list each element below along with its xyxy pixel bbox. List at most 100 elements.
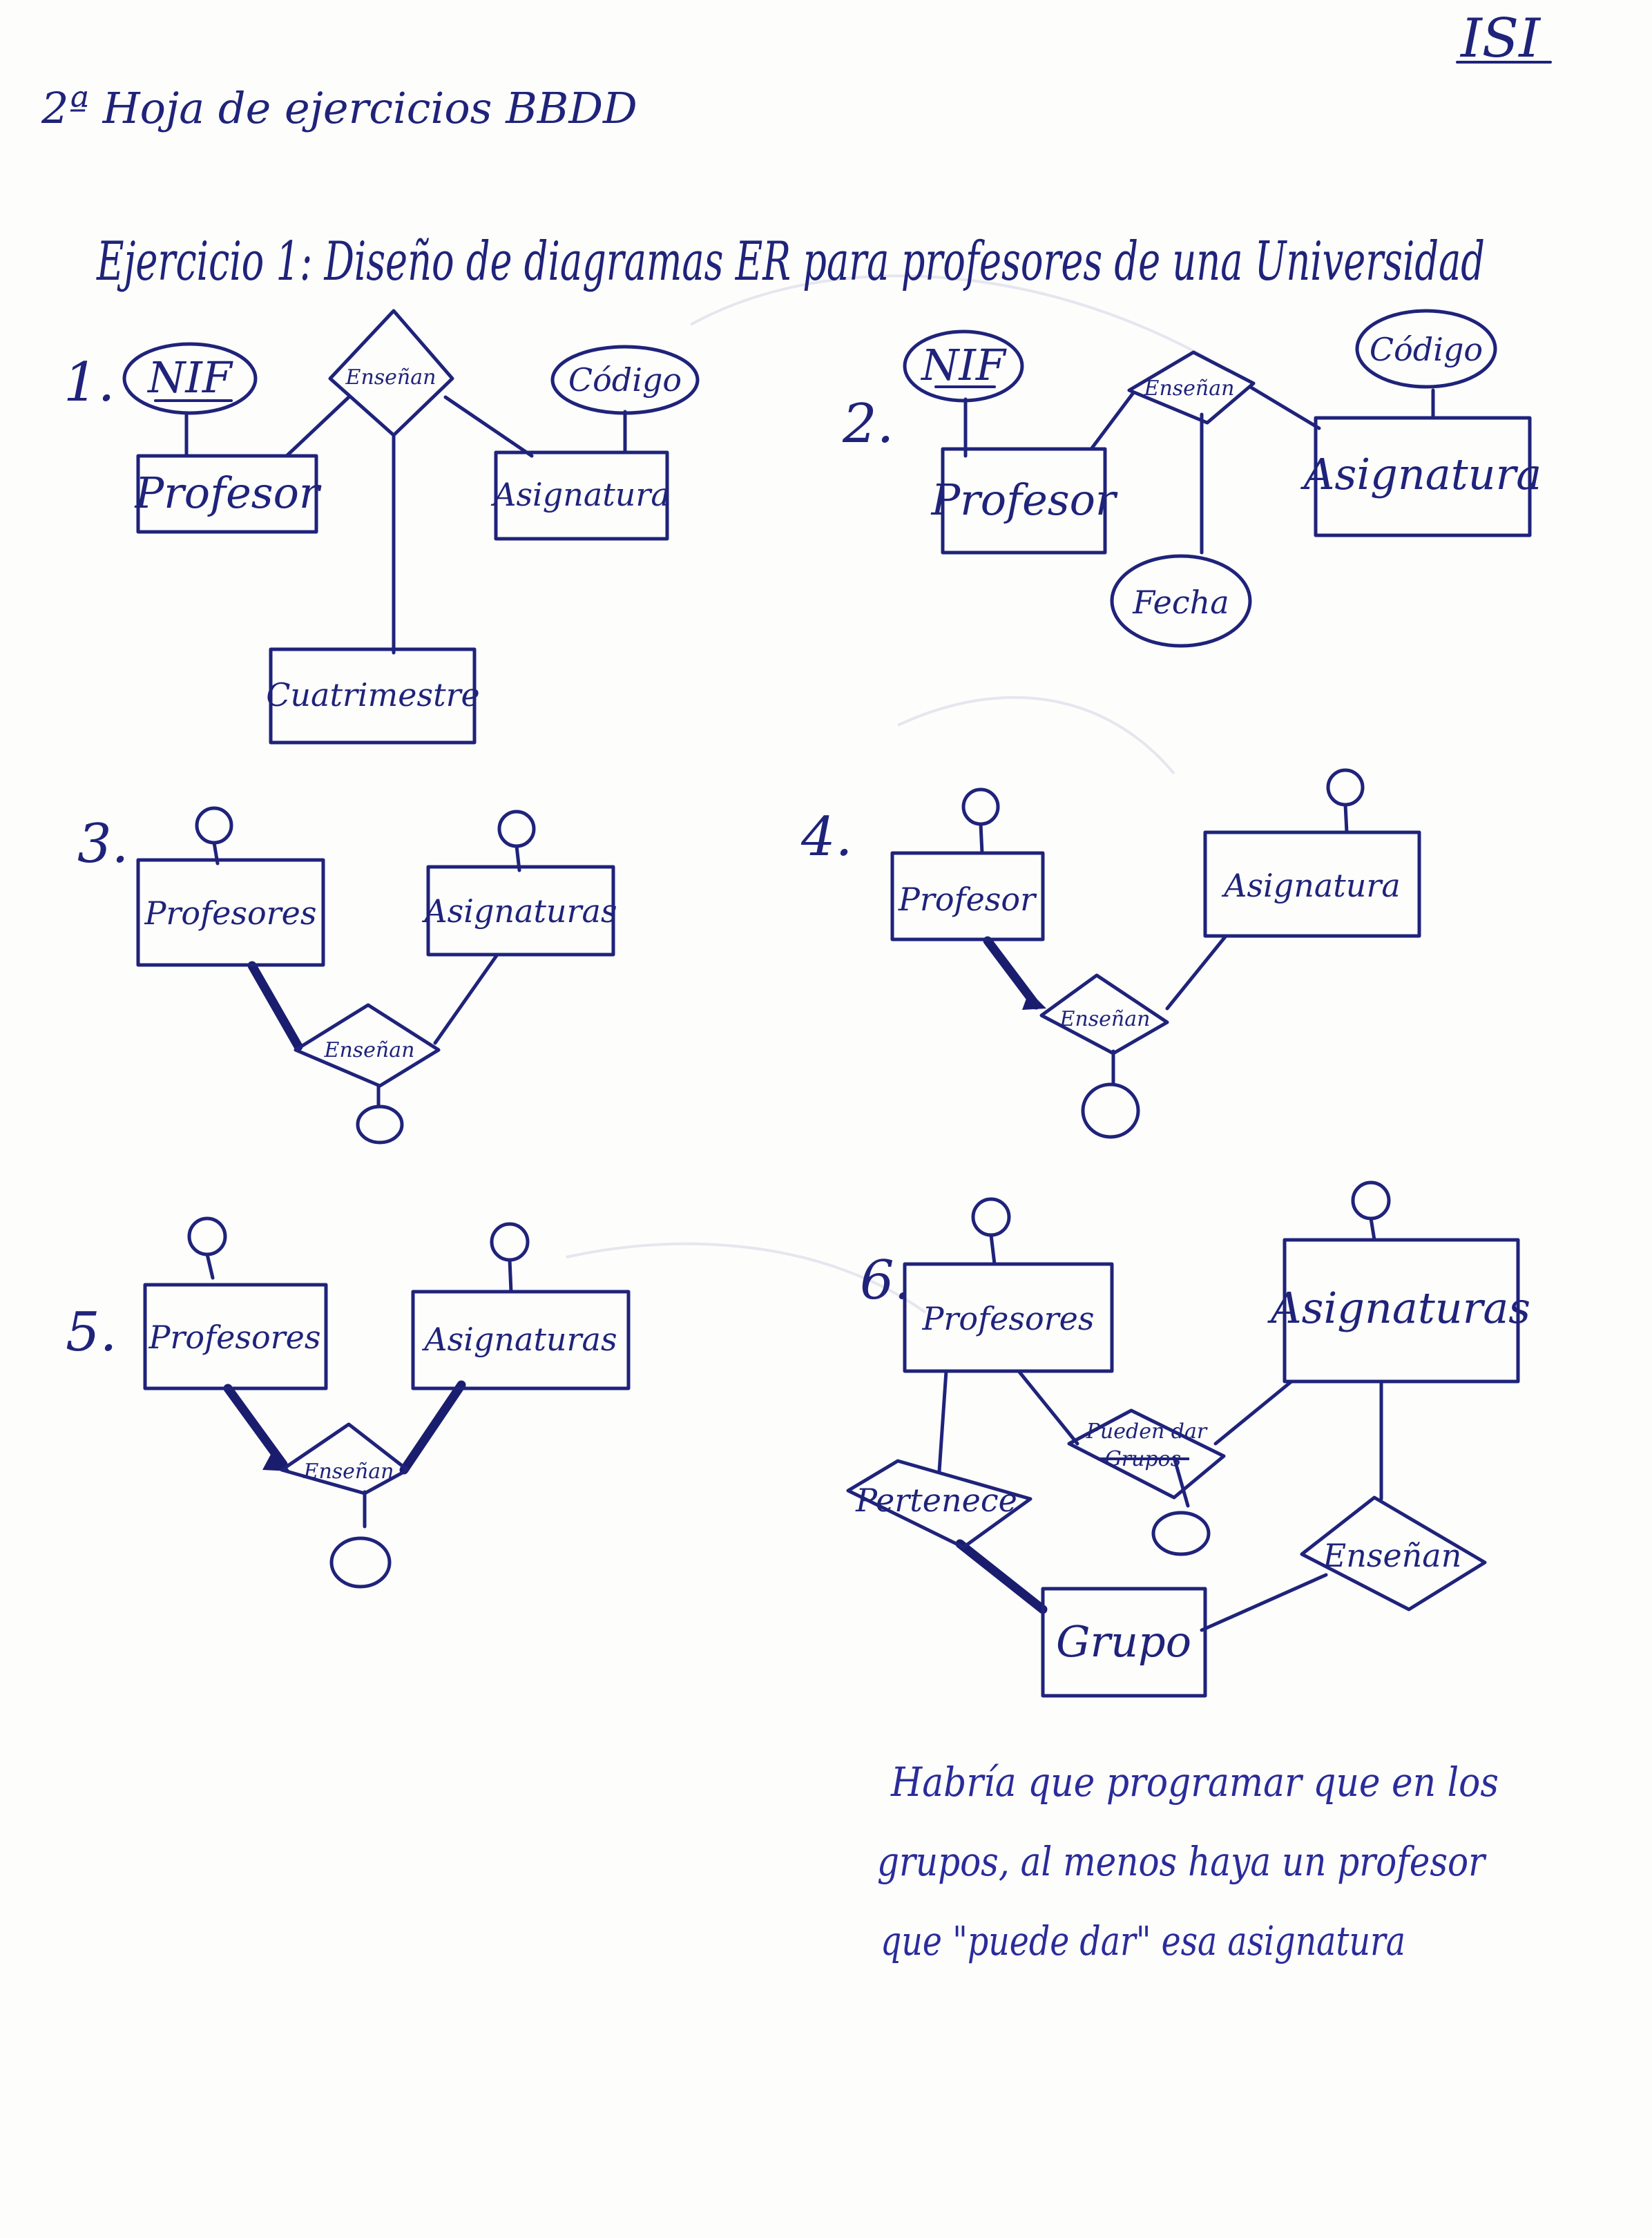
diagram-1-attr-codigo [550, 345, 700, 415]
diagram-6-entity-profesores-label: Profesores [921, 1300, 1094, 1337]
diagram-4-entity-profesor [890, 851, 1045, 941]
diagram-2-entity-asignatura [1314, 416, 1532, 537]
diagram-4-link-asignatura [1165, 934, 1228, 1011]
diagram-6-relationship-pertenece-label: Pertenece [855, 1482, 1017, 1519]
diagram-3-relationship [294, 1003, 441, 1088]
paper-show-through [566, 274, 1209, 1314]
diagram-1-attr-codigo-label: Código [568, 361, 682, 399]
corner-mark: ISI [1459, 8, 1541, 70]
diagram-4-entity-profesor-label: Profesor [898, 881, 1037, 918]
diagram-6: 6. Pertenece Pueden dar Grupos Enseñan P… [846, 1180, 1530, 1698]
diagram-6-key-circle-asignaturas [1351, 1180, 1391, 1221]
diagram-1-entity-cuatrimestre-label: Cuatrimestre [266, 676, 480, 714]
diagram-2-attr-fecha [1110, 554, 1252, 648]
diagram-1-entity-profesor [136, 454, 318, 534]
diagram-4-relationship [1039, 973, 1169, 1055]
note-line-3: que "puede dar" esa asignatura [881, 1917, 1405, 1964]
diagram-2-attr-fecha-label: Fecha [1132, 584, 1229, 621]
diagram-3: 3. Enseñan Profesores Asignaturas [77, 806, 617, 1145]
diagram-5-key-link-profesores [205, 1252, 215, 1280]
diagram-4-key-circle-profesor [961, 787, 1000, 826]
diagram-3-entity-profesores-label: Profesores [144, 895, 316, 932]
diagram-5-entity-profesores [143, 1283, 328, 1390]
diagram-6-entity-profesores [903, 1262, 1114, 1373]
diagram-2-entity-profesor-label: Profesor [930, 475, 1117, 525]
diagram-5-entity-asignaturas-label: Asignaturas [421, 1321, 617, 1358]
note-line-2: grupos, al menos haya un profesor [877, 1838, 1487, 1885]
diagram-3-rel-attribute [356, 1104, 404, 1145]
diagram-5-relationship [280, 1422, 410, 1495]
diagram-2-attr-codigo [1355, 309, 1497, 389]
diagram-3-key-circle-profesores [195, 806, 233, 845]
diagram-4-key-link-profesor [979, 822, 984, 855]
diagram-5-entity-profesores-label: Profesores [148, 1319, 320, 1356]
diagram-5-arrow-head [262, 1451, 290, 1471]
diagram-6-relationship-pueden-dar [1067, 1408, 1226, 1500]
diagram-1-entity-cuatrimestre [269, 647, 477, 745]
diagram-5-rel-attribute [329, 1536, 392, 1589]
diagram-1-number: 1. [64, 352, 115, 414]
exercise-title: Ejercicio 1: Diseño de diagramas ER para… [96, 231, 1485, 293]
sheet-heading: 2ª Hoja de ejercicios BBDD [41, 83, 637, 133]
diagram-2-number: 2. [842, 393, 894, 455]
diagram-4-rel-attribute [1081, 1082, 1140, 1139]
diagram-2-attr-nif-label: NIF [920, 340, 1007, 390]
diagram-6-key-link-profesores [989, 1233, 997, 1266]
diagram-3-entity-asignaturas-label: Asignaturas [421, 892, 617, 930]
diagram-4-entity-asignatura [1203, 830, 1421, 938]
diagram-4-key-circle-asignatura [1326, 768, 1365, 807]
diagram-4-number: 4. [800, 806, 852, 868]
diagram-2-entity-asignatura-label: Asignatura [1300, 449, 1541, 499]
diagram-6-rel-attribute [1151, 1511, 1211, 1556]
diagram-1-attr-nif [122, 342, 258, 415]
diagram-6-entity-asignaturas [1283, 1238, 1520, 1384]
diagram-6-key-link-asignaturas [1369, 1216, 1376, 1242]
diagram-2-entity-profesor [941, 447, 1107, 555]
diagram-3-entity-profesores [136, 858, 325, 967]
diagram-6-number: 6. [860, 1250, 911, 1312]
diagram-1-attr-nif-label: NIF [146, 352, 233, 403]
diagram-5-key-circle-profesores [187, 1216, 227, 1256]
diagram-2-attr-codigo-label: Código [1370, 331, 1483, 368]
handwritten-note: Habría que programar que en los grupos, … [877, 1759, 1499, 1964]
diagram-3-link-asignaturas [433, 953, 499, 1045]
diagram-5: 5. Enseñan Profesores Asignaturas [66, 1216, 631, 1589]
diagram-6-relationship-ensenan [1300, 1495, 1487, 1611]
diagram-2-attr-nif [903, 329, 1024, 403]
diagram-5-entity-asignaturas [411, 1290, 631, 1390]
diagram-3-key-circle-asignaturas [497, 810, 536, 848]
note-line-1: Habría que programar que en los [890, 1759, 1499, 1806]
diagram-1-relationship-label: Enseñan [345, 365, 436, 390]
diagram-1-entity-asignatura-label: Asignatura [490, 476, 670, 513]
diagram-5-relationship-label: Enseñan [303, 1460, 394, 1484]
diagram-4-key-link-asignatura [1343, 803, 1349, 834]
diagram-6-relationship-ensenan-label: Enseñan [1323, 1537, 1462, 1574]
diagram-1-relationship [328, 309, 454, 437]
diagram-6-entity-grupo [1041, 1587, 1207, 1698]
diagram-1-entity-profesor-label: Profesor [134, 468, 321, 518]
diagram-6-key-circle-profesores [971, 1197, 1011, 1237]
diagram-5-number: 5. [66, 1301, 117, 1364]
diagram-2: 2. NIF Código Fecha Enseñan Profesor Asi… [842, 309, 1541, 648]
diagram-1-connectors [285, 395, 534, 655]
diagram-4: 4. Enseñan Profesor Asignatura [800, 768, 1421, 1139]
diagram-2-connectors [963, 385, 1435, 555]
diagram-5-bold-link-profesores [223, 1384, 288, 1469]
diagram-1: 1. NIF Código Enseñan Profesor Asignatur… [64, 309, 700, 745]
diagram-5-key-link-asignaturas [508, 1258, 513, 1294]
diagram-5-key-circle-asignaturas [490, 1222, 530, 1262]
diagram-6-connectors [937, 1369, 1383, 1632]
diagram-3-bold-link [247, 961, 303, 1051]
diagram-1-entity-asignatura [494, 450, 669, 541]
diagram-5-bold-link-asignaturas [399, 1380, 466, 1475]
diagram-6-entity-asignaturas-label: Asignaturas [1267, 1283, 1530, 1333]
diagram-3-relationship-label: Enseñan [324, 1038, 415, 1062]
diagram-3-number: 3. [77, 813, 128, 875]
diagram-4-entity-asignatura-label: Asignatura [1221, 867, 1401, 904]
diagram-4-arrow-head [1022, 991, 1046, 1010]
diagram-2-relationship [1127, 350, 1256, 425]
diagram-6-relationship-pueden-dar-label: Pueden dar [1086, 1419, 1208, 1444]
diagram-3-entity-asignaturas [426, 865, 615, 957]
